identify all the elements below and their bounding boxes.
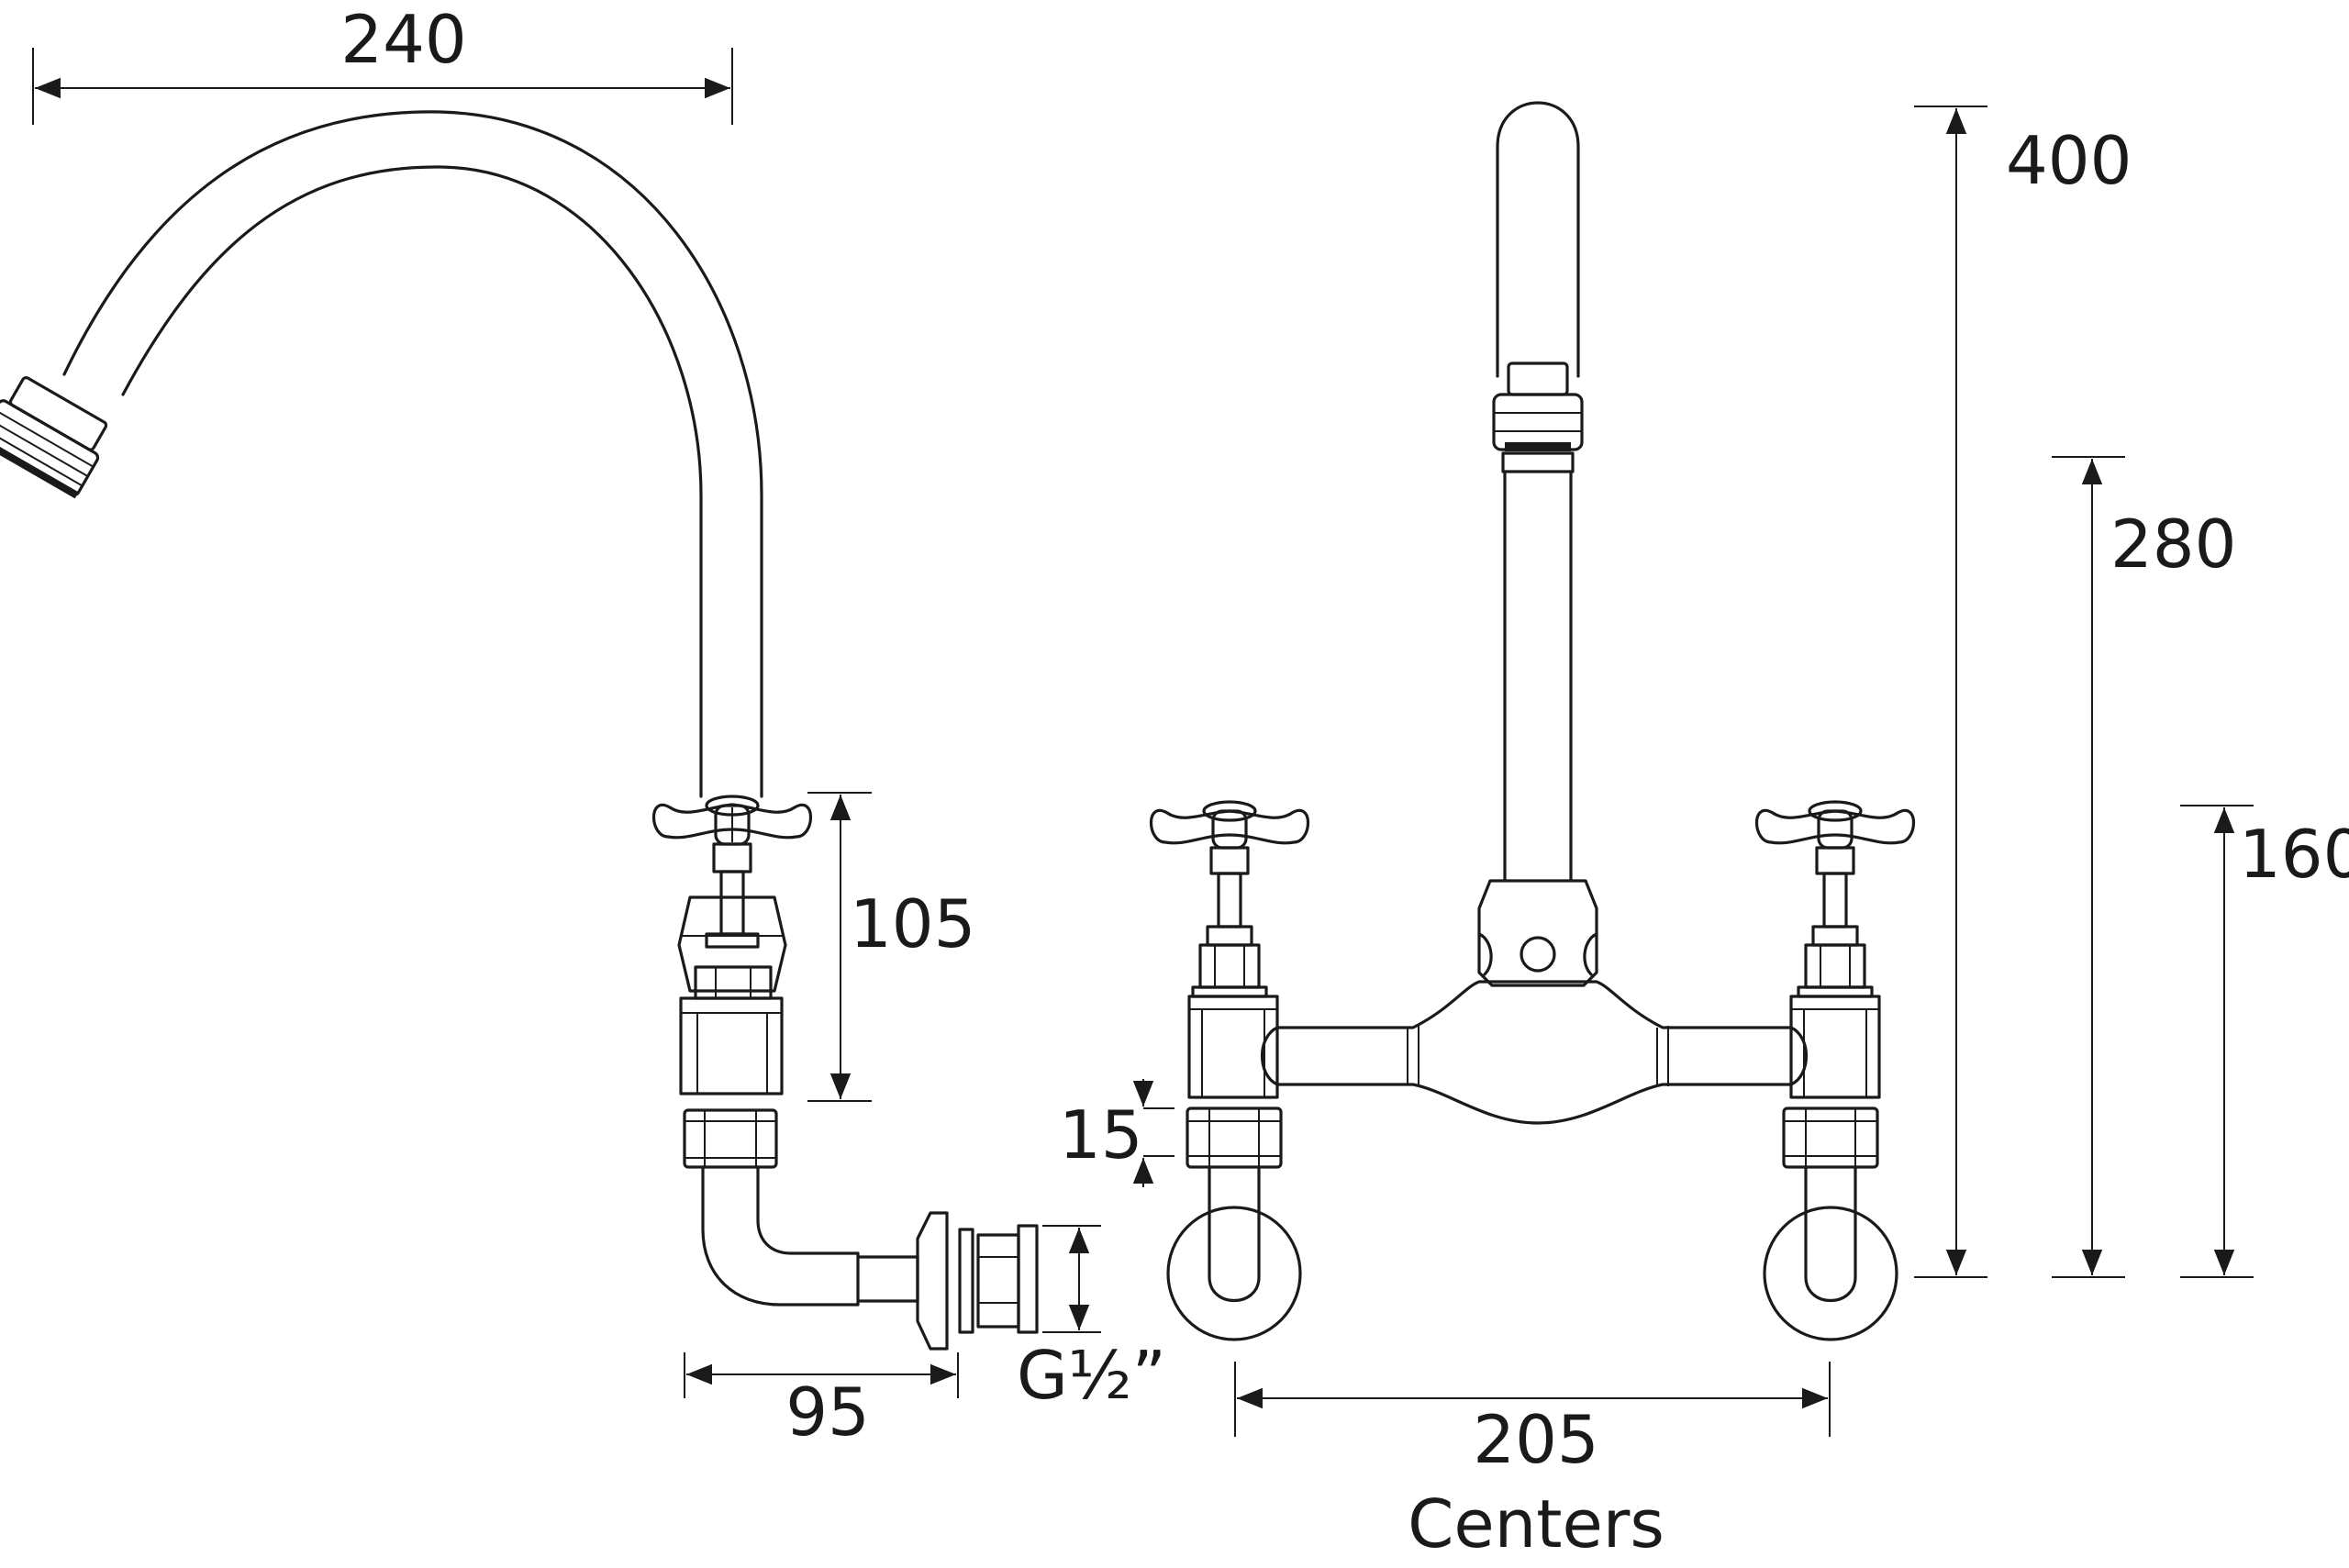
label-centers-value: 205 <box>1473 1401 1598 1478</box>
label-nut-height: 15 <box>1059 1096 1143 1173</box>
front-view <box>1149 101 1916 1341</box>
side-hex-nut <box>683 1108 778 1169</box>
front-right-valve <box>1754 800 1916 1341</box>
front-spout-collar <box>1477 879 1598 987</box>
side-valve-shroud <box>677 895 787 993</box>
label-wall-projection: 95 <box>785 1373 870 1451</box>
label-centers: Centers <box>1408 1485 1664 1562</box>
label-handle-height: 160 <box>2239 816 2349 893</box>
side-cross-handle <box>651 795 813 846</box>
spout-nozzle <box>0 376 108 499</box>
label-spout-height: 280 <box>2110 506 2236 583</box>
side-view <box>0 110 1039 1351</box>
label-valve-height: 105 <box>850 885 975 962</box>
front-bridge <box>1275 980 1793 1029</box>
label-thread: G½” <box>1017 1337 1166 1414</box>
front-spout-aerator <box>1492 393 1584 451</box>
dimension-labels: 240 400 280 160 105 15 G½” 95 205 Center… <box>340 1 2349 1562</box>
front-spout-tube <box>1496 101 1580 378</box>
side-elbow-pipe <box>701 1165 860 1307</box>
side-valve-body <box>679 996 784 1095</box>
spout-outer-curve <box>62 110 763 798</box>
side-wall-flange <box>916 1211 949 1351</box>
label-total-height: 400 <box>2006 122 2132 199</box>
dimension-lines <box>32 48 2254 1437</box>
label-spout-reach: 240 <box>340 1 466 78</box>
front-left-valve <box>1149 800 1310 1341</box>
spout-inner-curve <box>121 165 703 798</box>
